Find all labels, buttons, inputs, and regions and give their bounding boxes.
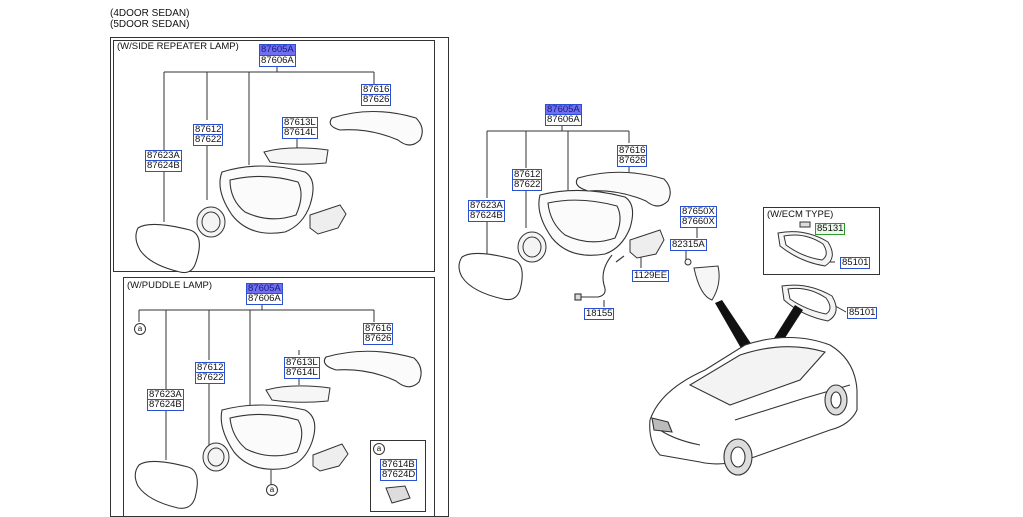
part-label[interactable]: 85101: [847, 307, 878, 319]
part-label[interactable]: 87626: [361, 94, 392, 106]
part-label[interactable]: 87614L: [282, 127, 318, 139]
part-label[interactable]: 87606A: [259, 55, 296, 67]
part-label[interactable]: 87613L: [282, 117, 318, 129]
part-label[interactable]: 87660X: [680, 216, 717, 228]
part-label[interactable]: 87623A: [468, 200, 505, 212]
header-5door: (5DOOR SEDAN): [110, 19, 190, 30]
part-label[interactable]: 87624B: [145, 160, 182, 172]
puddle-title: (W/PUDDLE LAMP): [127, 280, 212, 291]
part-label[interactable]: 87623A: [147, 389, 184, 401]
callout-a-left: a: [134, 323, 146, 335]
callout-a-bottom: a: [266, 484, 278, 496]
inset-callout-a: a: [373, 443, 385, 455]
part-label[interactable]: 87626: [363, 333, 394, 345]
part-label[interactable]: 87614L: [284, 367, 320, 379]
part-label[interactable]: 87626: [617, 155, 648, 167]
part-label[interactable]: 87624B: [147, 399, 184, 411]
part-label[interactable]: 85131: [815, 223, 846, 235]
part-label[interactable]: 87624B: [468, 210, 505, 222]
ecm-title: (W/ECM TYPE): [767, 209, 834, 220]
part-label[interactable]: 87622: [512, 179, 543, 191]
part-label[interactable]: 87624D: [380, 469, 418, 481]
part-label[interactable]: 18155: [584, 308, 615, 320]
part-label[interactable]: 87606A: [246, 293, 283, 305]
inset-box: [370, 440, 426, 512]
part-label[interactable]: 82315A: [670, 239, 707, 251]
header-4door: (4DOOR SEDAN): [110, 8, 190, 19]
part-label[interactable]: 85101: [840, 257, 871, 269]
part-label[interactable]: 87622: [195, 372, 226, 384]
part-label[interactable]: 87606A: [545, 114, 582, 126]
side-repeater-title: (W/SIDE REPEATER LAMP): [117, 41, 239, 52]
ecm-box: [763, 207, 880, 275]
part-label[interactable]: 1129EE: [632, 270, 670, 282]
part-label[interactable]: 87622: [193, 134, 224, 146]
side-repeater-box: [113, 40, 435, 272]
